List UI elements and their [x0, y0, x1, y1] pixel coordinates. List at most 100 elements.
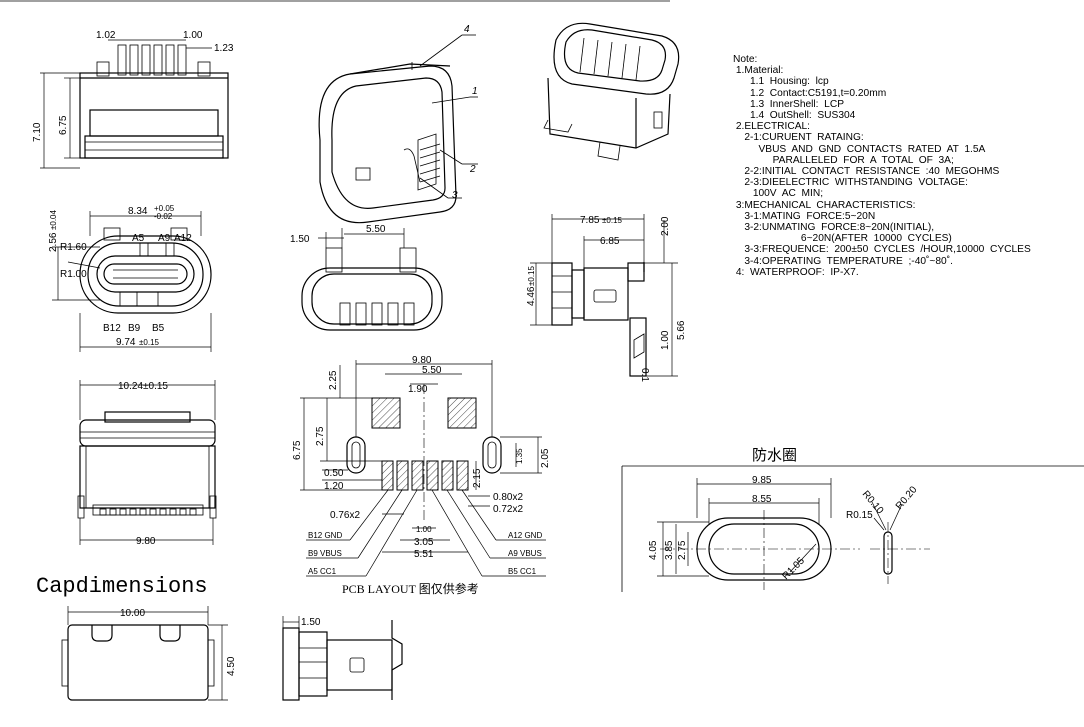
pcb-pin-b5: B5 CC1	[508, 567, 537, 576]
dim-top-w1: 1.02	[96, 30, 116, 41]
dim-front-h: 2.56	[48, 232, 59, 252]
dim-side-h2-tol: ±0.15	[527, 265, 536, 286]
pin-label-a12: A12	[174, 233, 192, 244]
note-line: 6~20N(AFTER 10000 CYCLES)	[733, 233, 952, 245]
dim-ring-h3: 2.75	[677, 540, 688, 560]
pcb-signal-pads	[381, 460, 469, 491]
dim-ring-h2: 3.85	[664, 540, 675, 560]
cap-dimensions-title: Capdimensions	[36, 574, 208, 599]
dim-side-flat: 0.1	[639, 368, 650, 382]
dim-pcb-305: 3.05	[414, 537, 434, 548]
pcb-pin-b9: B9 VBUS	[308, 549, 342, 558]
dim-pcb-w-center: 1.90	[408, 384, 428, 395]
dim-small-w2: 5.50	[366, 224, 386, 235]
callout-1: 1	[472, 86, 478, 97]
pcb-pad-left	[371, 397, 401, 429]
pin-label-a9: A9	[158, 233, 171, 244]
dim-front-w-tol-up: +0.05	[154, 204, 175, 213]
dim-top-w3: 1.23	[214, 43, 234, 54]
dim-front-w-total: 9.74	[116, 337, 136, 348]
note-line: 3:MECHANICAL CHARACTERISTICS:	[733, 199, 916, 211]
dim-top-h2: 6.75	[58, 115, 69, 135]
note-line: VBUS AND GND CONTACTS RATED AT 1.5A	[733, 143, 986, 155]
side-view: 7.85 ±0.15 6.85 2.00 4.46 ±0.15 5.66 1.0…	[526, 214, 687, 382]
note-line: 3-1:MATING FORCE:5~20N	[733, 210, 876, 222]
note-line: 4: WATERPROOF: IP-X7.	[733, 266, 859, 278]
waterproof-ring-title: 防水圈	[752, 446, 798, 464]
dim-front-h-tol: ±0.04	[49, 209, 58, 230]
dim-pcb-slot-l: 1.20	[324, 481, 344, 492]
note-line: PARALLELED FOR A TOTAL OF 3A;	[733, 154, 954, 166]
dim-pcb-551: 5.51	[414, 549, 434, 560]
callout-4: 4	[464, 24, 470, 35]
dim-side-h2: 4.46	[526, 286, 537, 306]
dim-front-w: 8.34	[128, 206, 148, 217]
dim-ring-w1: 9.85	[752, 475, 772, 486]
note-line: 1.4 OutShell: SUS304	[733, 110, 856, 122]
dim-ring-w2: 8.55	[752, 494, 772, 505]
pin-label-b5: B5	[152, 323, 165, 334]
note-line: 2-3:DIEELECTRIC WITHSTANDING VOLTAGE:	[733, 177, 968, 189]
note-line: 3-3:FREQUENCE: 200±50 CYCLES /HOUR,10000…	[733, 244, 1031, 256]
notes-block: Note: 1.Material: 1.1 Housing: lcp 1.2 C…	[733, 54, 1083, 278]
dim-cap-side-w: 1.50	[301, 617, 321, 628]
dim-side-h1: 2.00	[660, 216, 671, 236]
dim-side-w1-tol: ±0.15	[602, 216, 623, 225]
pin-label-b9: B9	[128, 323, 141, 334]
pcb-pin-a9: A9 VBUS	[508, 549, 542, 558]
dim-ring-h1: 4.05	[648, 540, 659, 560]
dim-pcb-r1: 1.35	[515, 448, 524, 464]
pcb-pad-right	[447, 397, 477, 429]
note-line: 3-4:OPERATING TEMPERATURE ;-40˚~80˚.	[733, 255, 953, 267]
dim-top-w2: 1.00	[183, 30, 203, 41]
dim-cap-h: 4.50	[226, 656, 237, 676]
dim-ring-r-b: R0.20	[894, 484, 920, 512]
pcb-layout-caption: PCB LAYOUT 图仅供参考	[342, 582, 479, 596]
top-front-view: 1.02 1.00 1.23 7.10 6.75	[32, 30, 234, 169]
cap-side-view: 1.50	[282, 616, 403, 701]
dim-pcb-slot-w: 0.50	[324, 468, 344, 479]
pcb-pin-b12: B12 GND	[308, 531, 342, 540]
dim-side-h4: 1.00	[660, 330, 671, 350]
small-front-view: 1.50 5.50	[290, 224, 443, 331]
note-line: 2-1:CURUENT RATAING:	[733, 132, 864, 144]
pcb-pin-a12: A12 GND	[508, 531, 542, 540]
dim-pcb-076: 0.76x2	[330, 510, 360, 521]
dim-pcb-h3: 6.75	[292, 440, 303, 460]
dim-bottom-w-top: 10.24±0.15	[118, 381, 168, 392]
note-line: 1.1 Housing: lcp	[733, 76, 829, 88]
dim-pcb-080: 0.80x2	[493, 492, 523, 503]
dim-ring-r-inner: R1.05	[780, 555, 807, 582]
isometric-view-front: 4 1 2 3	[318, 24, 478, 224]
dim-pcb-100: 1.00	[416, 525, 432, 534]
waterproof-ring-view: 9.85 8.55 4.05 3.85 2.75 R1.05 R0.10 R0.…	[621, 465, 1084, 592]
dim-side-h3: 5.66	[676, 320, 687, 340]
dim-pcb-h2: 2.75	[315, 426, 326, 446]
callout-2: 2	[469, 164, 476, 175]
dim-front-r2: R1.00	[60, 269, 87, 280]
pcb-pin-a5: A5 CC1	[308, 567, 337, 576]
dim-pcb-r2: 2.05	[540, 448, 551, 468]
note-line: 2-2:INITIAL CONTACT RESISTANCE :40 MEGOH…	[733, 166, 1000, 178]
dim-bottom-w-bottom: 9.80	[136, 536, 156, 547]
pin-label-b12: B12	[103, 323, 121, 334]
dim-front-w-total-tol: ±0.15	[139, 338, 160, 347]
dim-cap-w: 10.00	[120, 608, 145, 619]
dim-pcb-w-total: 9.80	[412, 355, 432, 366]
cap-front-view: 10.00 4.50	[61, 606, 237, 701]
note-line: 1.3 InnerShell: LCP	[733, 98, 844, 110]
callout-3: 3	[452, 190, 458, 201]
dim-ring-r-c: R0.15	[846, 510, 873, 521]
pcb-layout: 9.80 5.50 1.90 2.25 2.75 6.75 0.50 1.20 …	[292, 355, 551, 577]
dim-pcb-w-mid: 5.50	[422, 365, 442, 376]
note-line: 1.2 Contact:C5191,t=0.20mm	[733, 87, 887, 99]
isometric-view-top	[543, 22, 680, 161]
dim-pcb-pad-l: 2.15	[472, 468, 483, 488]
note-line: 3-2:UNMATING FORCE:8~20N(INITIAL),	[733, 222, 935, 234]
dim-side-w1: 7.85	[580, 215, 600, 226]
dim-front-r1: R1.60	[60, 242, 87, 253]
dim-side-w2: 6.85	[600, 236, 620, 247]
dim-front-w-tol-dn: -0.02	[154, 212, 173, 221]
pin-label-a5: A5	[132, 233, 145, 244]
